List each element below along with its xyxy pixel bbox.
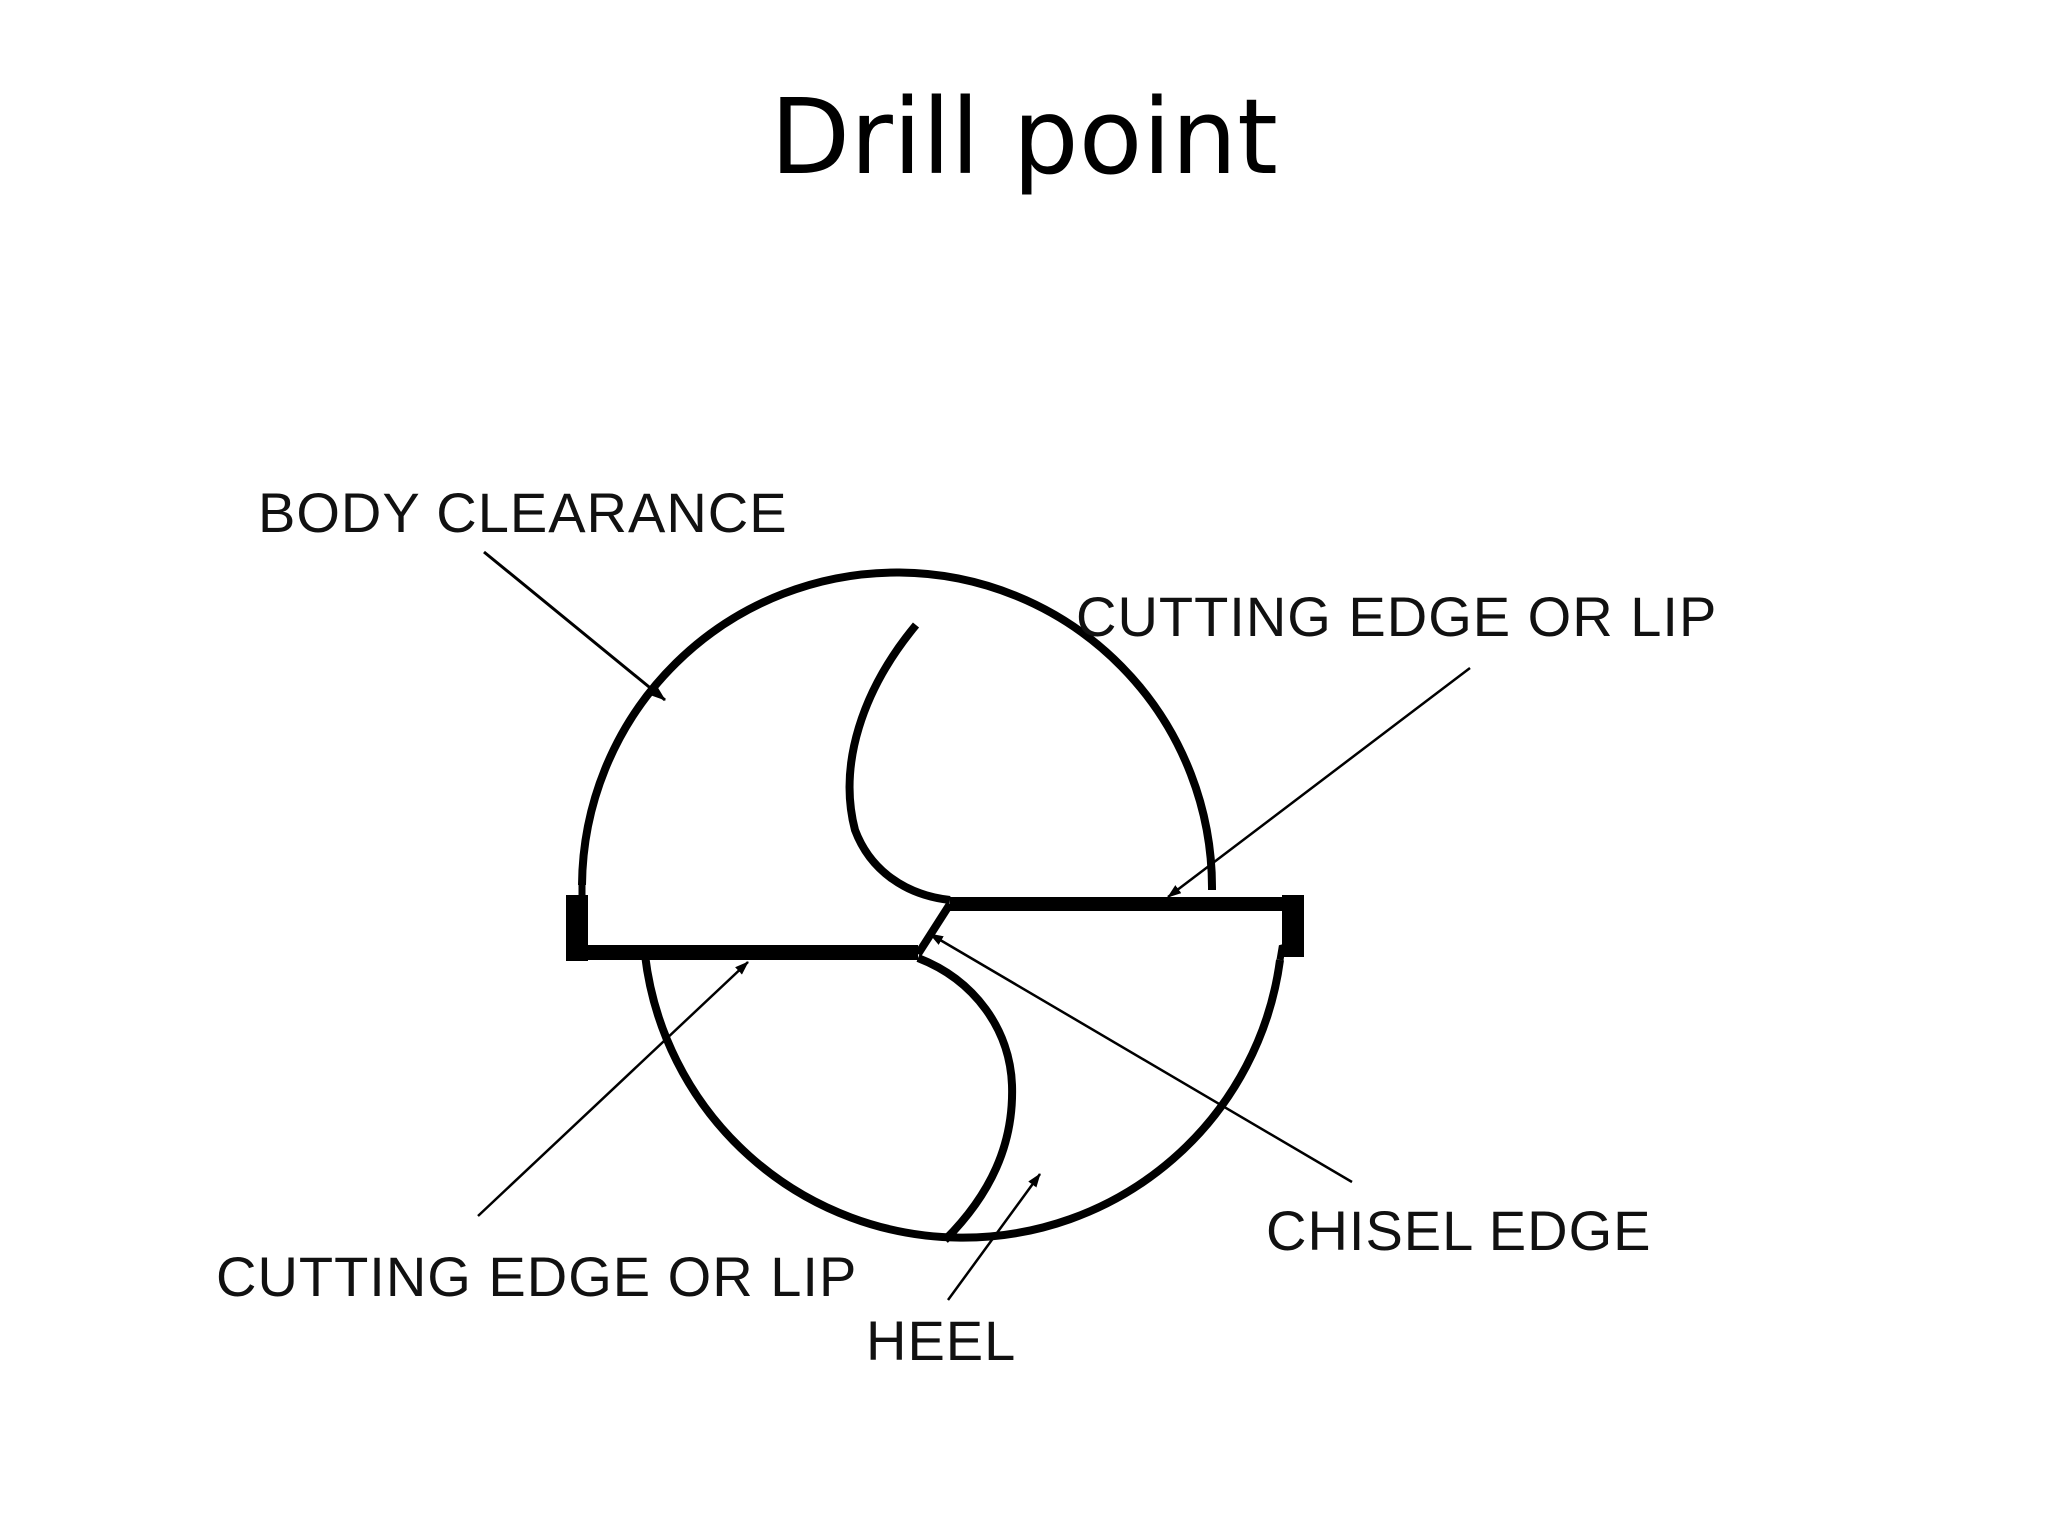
- label-heel: HEEL: [866, 1309, 1016, 1372]
- cutting-edge-top-leader: [1167, 667, 1471, 898]
- drill-outline-upper: [578, 568, 1217, 891]
- label-cutting-edge-top: CUTTING EDGE OR LIP: [1076, 585, 1717, 648]
- body-clearance-leader: [483, 550, 666, 702]
- label-chisel-edge: CHISEL EDGE: [1266, 1199, 1651, 1262]
- page-title: Drill point: [770, 76, 1278, 198]
- label-body-clearance: BODY CLEARANCE: [258, 481, 788, 544]
- upper-flute-curve: [845, 622, 951, 904]
- heel-leader: [946, 1173, 1042, 1301]
- label-cutting-edge-bottom: CUTTING EDGE OR LIP: [216, 1245, 857, 1308]
- drill-outline-lower: [641, 954, 1284, 1242]
- chisel-edge-leader: [929, 932, 1353, 1184]
- chisel-edge-line: [914, 901, 954, 957]
- left-land: [566, 895, 588, 961]
- cutting-edge-bottom-leader: [477, 961, 749, 1217]
- lower-flute-curve: [916, 954, 1017, 1243]
